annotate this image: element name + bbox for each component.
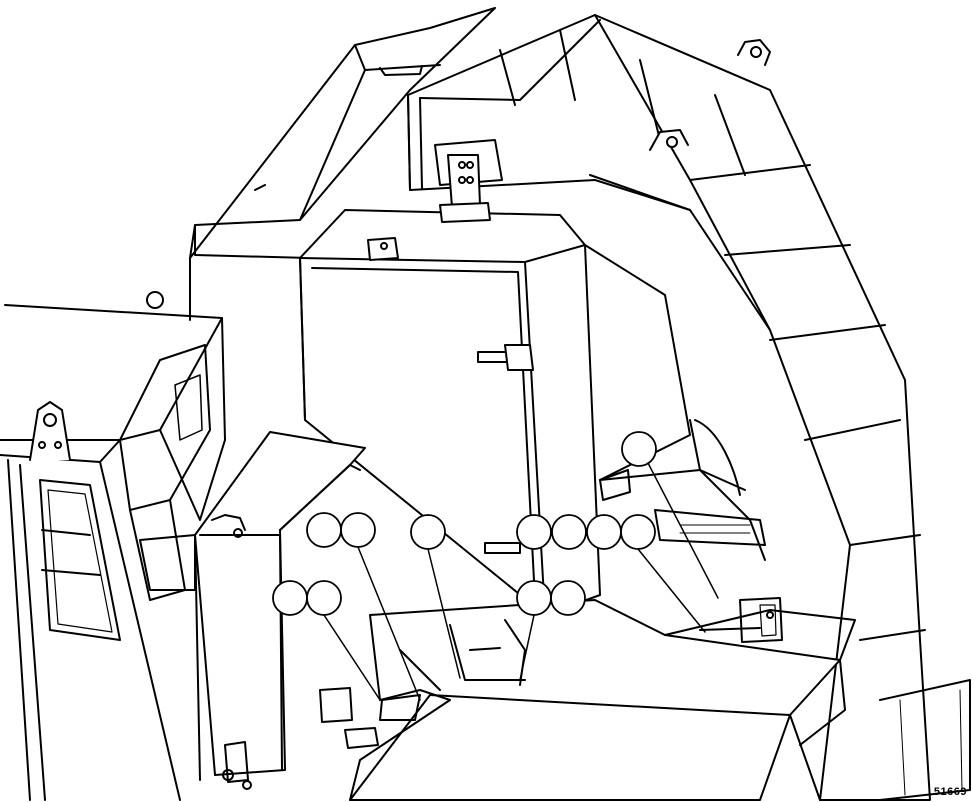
rear-enclosure: [189, 7, 496, 321]
callout-bubble: [306, 580, 342, 616]
top-mount-bracket: [434, 139, 503, 223]
callout-bubble: [620, 514, 656, 550]
callout-bubble: [272, 580, 308, 616]
central-cabinet: [299, 209, 691, 616]
callout-bubble: [550, 580, 586, 616]
lower-platform: [344, 419, 856, 801]
leader-lines: [323, 462, 719, 701]
callout-bubble: [516, 580, 552, 616]
callout-bubble: [516, 514, 552, 550]
callout-bubble: [551, 514, 587, 550]
left-cab-housing: [0, 291, 226, 801]
callout-bubble: [340, 512, 376, 548]
callout-bubble: [621, 431, 657, 467]
callout-bubble: [410, 514, 446, 550]
figure-id-label: 51669: [933, 786, 967, 798]
callout-bubble: [586, 514, 622, 550]
callout-bubble: [306, 512, 342, 548]
callout-bubbles: [272, 431, 657, 616]
